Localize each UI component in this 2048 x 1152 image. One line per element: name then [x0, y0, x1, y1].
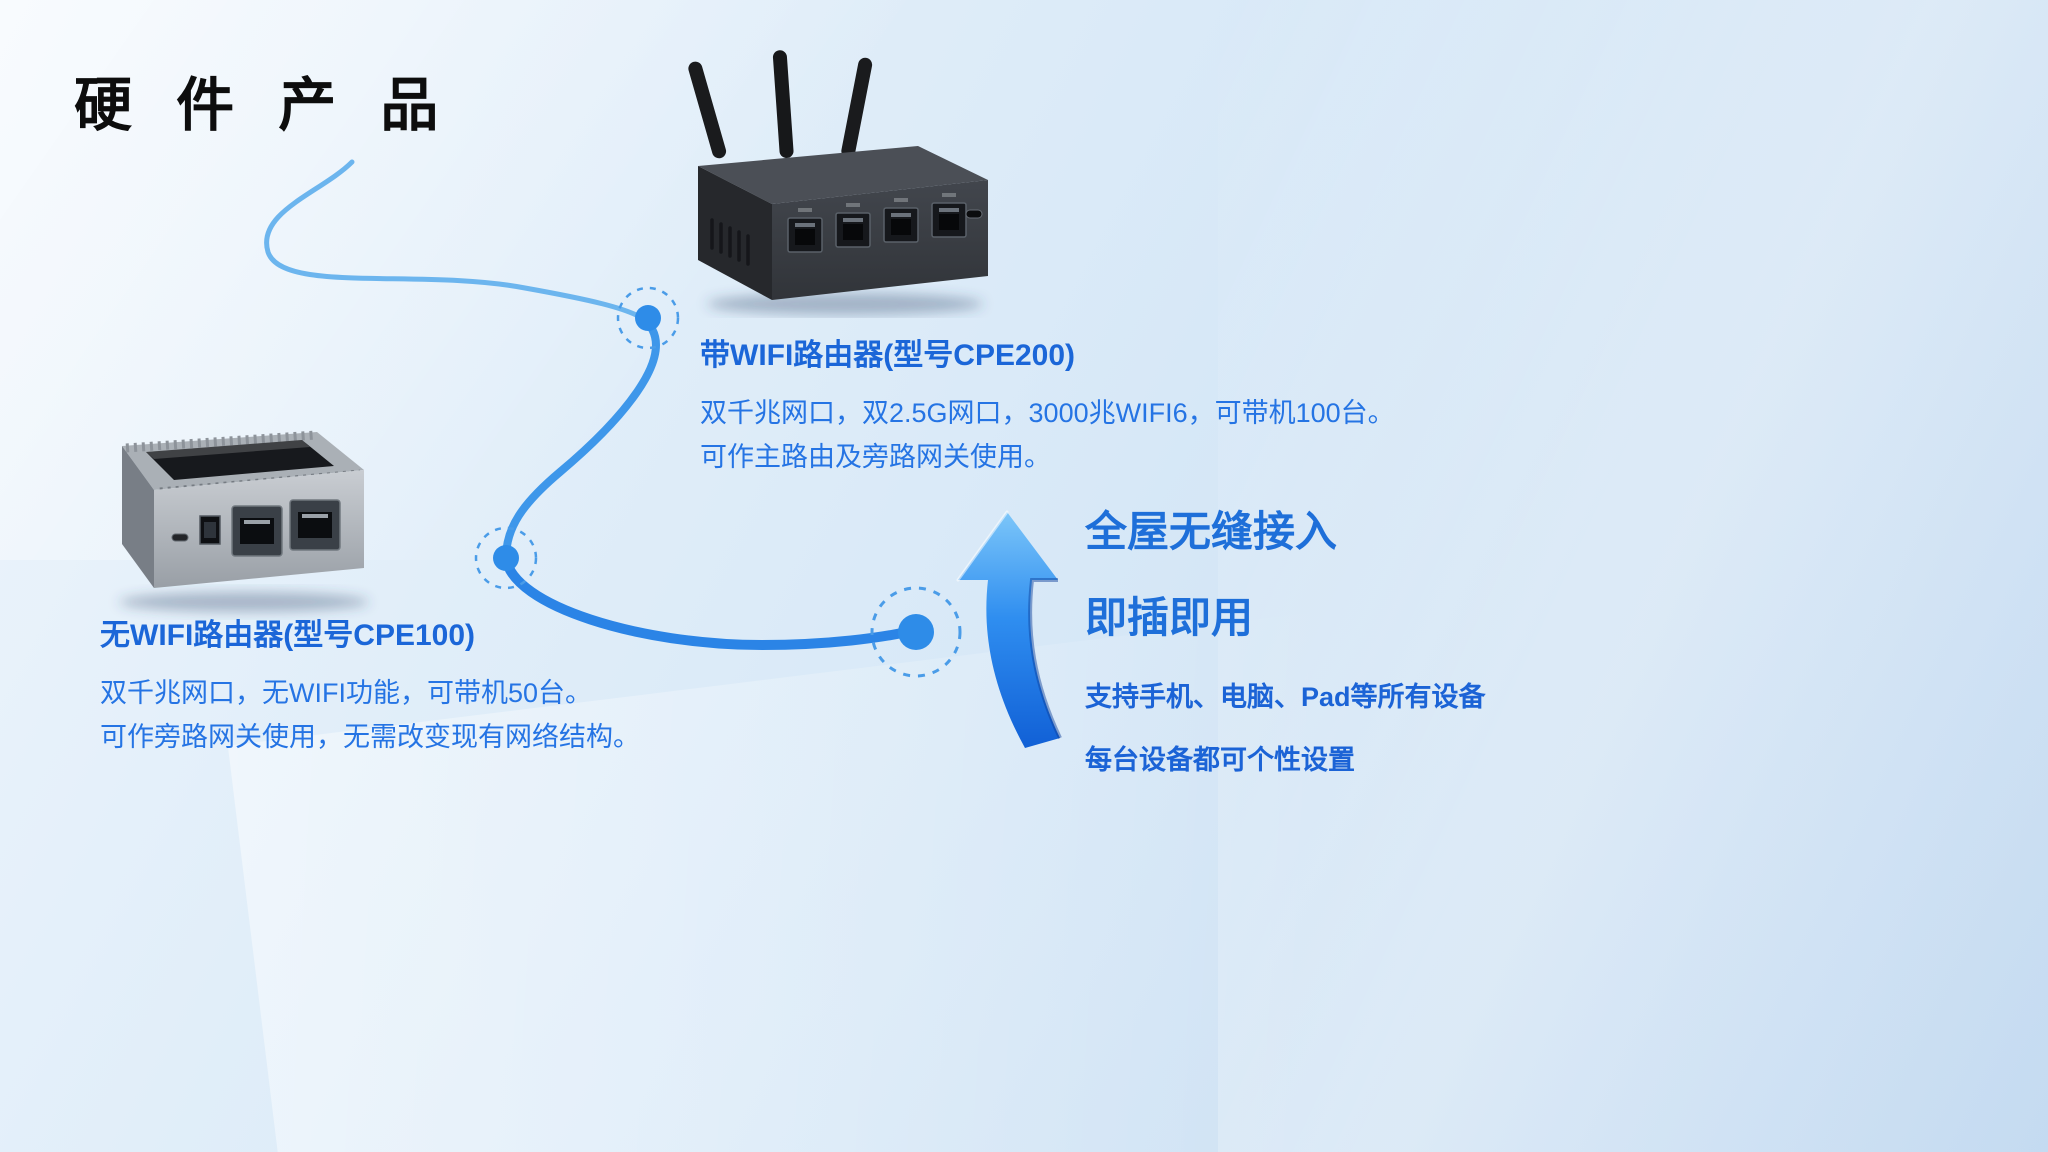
page-title: 硬 件 产 品: [74, 73, 453, 138]
cpe100-spec-line: 双千兆网口，无WIFI功能，可带机50台。: [100, 678, 593, 708]
cpe200-title: 带WIFI路由器(型号CPE200): [700, 339, 1076, 372]
benefit-line-1: 支持手机、电脑、Pad等所有设备: [1085, 681, 1486, 712]
cpe200-usage-line: 可作主路由及旁路网关使用。: [700, 441, 1051, 472]
node-cpe200: [616, 286, 680, 350]
connector-segment-2: [502, 314, 660, 562]
cpe200-description: 带WIFI路由器(型号CPE200) 双千兆网口，双2.5G网口，3000兆WI…: [700, 330, 1395, 479]
device-left-side: [698, 166, 772, 300]
usbc-port: [171, 533, 189, 542]
cpe100-description: 无WIFI路由器(型号CPE100) 双千兆网口，无WIFI功能，可带机50台。…: [100, 610, 640, 759]
cpe100-router-image: [119, 430, 369, 612]
device-shadow: [707, 293, 983, 315]
usb-port: [199, 515, 221, 545]
cpe100-title: 无WIFI路由器(型号CPE100): [100, 619, 476, 652]
ethernet-ports: [231, 499, 341, 557]
vent-slots: [710, 218, 750, 266]
device-left-side: [122, 446, 154, 588]
connector-segment-1: [264, 159, 645, 321]
benefits-text: 全屋无缝接入 即插即用 支持手机、电脑、Pad等所有设备 每台设备都可个性设置: [1085, 508, 1486, 801]
cpe200-spec-line: 双千兆网口，双2.5G网口，3000兆WIFI6，可带机100台。: [700, 398, 1395, 428]
cpe200-router-image: [688, 50, 988, 315]
antennas: [688, 50, 873, 159]
benefit-headline-1: 全屋无缝接入: [1085, 508, 1338, 555]
usbc-port: [965, 209, 983, 219]
benefit-headline-2: 即插即用: [1085, 594, 1254, 642]
node-cpe100: [474, 526, 538, 590]
up-arrow-icon: [956, 510, 1062, 748]
cpe100-usage-line: 可作旁路网关使用，无需改变现有网络结构。: [100, 721, 640, 752]
device-shadow: [119, 592, 369, 612]
ethernet-ports: [787, 193, 967, 253]
panel-highlight: [146, 440, 310, 459]
top-glass-panel: [146, 440, 334, 480]
device-top: [698, 146, 988, 204]
benefit-line-2: 每台设备都可个性设置: [1085, 744, 1355, 775]
